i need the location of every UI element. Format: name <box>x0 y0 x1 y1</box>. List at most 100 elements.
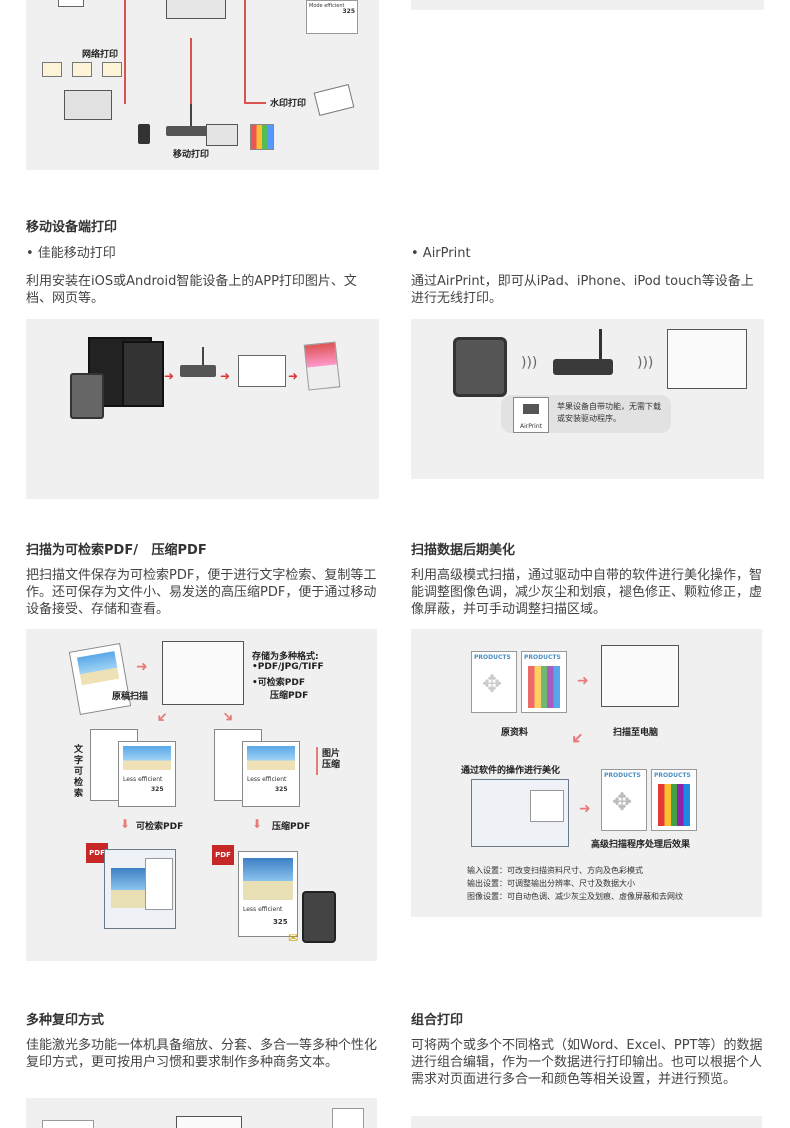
arrow-icon: ➜ <box>220 369 231 383</box>
arrow-icon: ➜ <box>218 707 238 727</box>
top-right-image <box>411 0 764 10</box>
image-document: Less efficient 325 <box>118 741 176 807</box>
color-bars <box>658 784 690 826</box>
photo-prints-icon <box>303 341 341 391</box>
section-title-mobile-print: 移动设备端打印 <box>26 220 118 235</box>
copy-desc: 佳能激光多功能一体机具备缩放、分套、多合一等多种个性化复印方式，更可按用户习惯和… <box>26 1038 378 1070</box>
pdf-viewer-window <box>104 849 176 929</box>
doc-title: Less efficient <box>247 776 287 783</box>
airprint-icon-label: AirPrint <box>519 423 543 430</box>
mfp-printer-illustration <box>64 90 112 120</box>
phone-screen <box>122 341 164 407</box>
context-menu <box>145 858 173 910</box>
doc-title: Less efficient <box>123 776 163 783</box>
beach-photo <box>247 746 295 770</box>
result-label: 高级扫描程序处理后效果 <box>591 840 691 850</box>
scan-software-window <box>471 779 569 847</box>
airprint-callout: AirPrint 苹果设备自带功能，无需下载或安装驱动程序。 <box>501 395 671 433</box>
color-pages-icon <box>250 124 274 150</box>
airprint-desc: 通过AirPrint，即可从iPad、iPhone、iPod touch等设备上… <box>411 274 754 306</box>
scan-beautify-desc: 利用高级模式扫描，通过驱动中自带的软件进行美化操作，智能调整图像色调，减少灰尘和… <box>411 568 763 617</box>
canon-mobile-print-image: ➜ ➜ ➜ <box>26 319 379 499</box>
copy-image <box>26 1098 377 1128</box>
sheet-title: Mode efficient <box>309 3 345 9</box>
printer-glyph <box>523 404 539 414</box>
connector-line <box>124 0 126 104</box>
screen-icon <box>102 62 122 77</box>
router-antenna <box>599 329 602 359</box>
watermark-sheet <box>313 84 355 116</box>
section-title-copy: 多种复印方式 <box>26 1013 105 1028</box>
connector-line <box>244 0 246 104</box>
beach-photo <box>243 858 293 900</box>
screen-icon <box>42 62 62 77</box>
mfp-printer-illustration <box>667 329 747 389</box>
mfp-printer-illustration <box>601 645 679 707</box>
wifi-signal-icon: ))) <box>637 355 654 371</box>
doc-number: 325 <box>151 786 164 793</box>
document-sheet <box>332 1108 364 1128</box>
router-icon <box>180 365 216 377</box>
printer-illustration <box>238 355 286 387</box>
combine-desc: 可将两个或多个不同格式（如Word、Excel、PPT等）的数据进行组合编辑，作… <box>411 1038 763 1087</box>
screen-icon <box>72 62 92 77</box>
watermark-print-label: 水印打印 <box>270 99 307 109</box>
smartphone-icon <box>138 124 150 144</box>
arrow-icon: ➜ <box>577 673 589 689</box>
airprint-callout-text: 苹果设备自带功能，无需下载或安装驱动程序。 <box>557 402 661 423</box>
output-setting-text: 输出设置：可调整输出分辨率、尺寸及数据大小 <box>467 879 635 888</box>
sheet-number: 325 <box>342 8 355 15</box>
router-icon <box>166 126 216 136</box>
products-sheet-gray: PRODUCTS ✥ <box>471 651 517 713</box>
arrow-icon: ➜ <box>164 369 175 383</box>
document-sheet: Mode efficient 325 <box>306 0 358 34</box>
arrow-icon: ➜ <box>136 659 148 675</box>
scan-beautify-image: PRODUCTS ✥ PRODUCTS 原资料 ➜ 扫描至电脑 ➜ 通过软件的操… <box>411 629 762 917</box>
input-setting-text: 输入设置：可改变扫描资料尺寸、方向及色彩模式 <box>467 866 643 875</box>
down-arrow-icon: ⬇ <box>252 817 263 831</box>
print-methods-diagram: Mode efficient 325 网络打印 移动打印 水印打印 <box>26 0 379 170</box>
compressed-pdf-label: 压缩PDF <box>272 822 311 832</box>
doc-number: 325 <box>275 786 288 793</box>
arrow-icon: ➜ <box>579 801 591 817</box>
doc-title: Less efficient <box>243 906 283 913</box>
router-antenna <box>190 104 192 126</box>
scan-pdf-desc: 把扫描文件保存为可检索PDF，便于进行文字检索、复制等工作。还可保存为文件小、易… <box>26 568 377 617</box>
network-print-label: 网络打印 <box>82 50 119 60</box>
bullet-airprint: • AirPrint <box>411 246 471 261</box>
arrow-icon: ➜ <box>152 707 172 727</box>
image-setting-text: 图像设置：可自动色调、减少灰尘及划痕、虚像屏蔽和去网纹 <box>467 892 683 901</box>
scan-to-pc-label: 扫描至电脑 <box>613 728 659 738</box>
airprint-icon: AirPrint <box>513 397 549 433</box>
router-icon <box>553 359 613 375</box>
tablet-icon <box>70 373 104 419</box>
products-sheet-chart: PRODUCTS <box>521 651 567 713</box>
section-title-combine: 组合打印 <box>411 1013 464 1028</box>
image-compress-label: 图片压缩 <box>322 749 341 770</box>
router-antenna <box>202 347 204 365</box>
compressed-document: Less efficient 325 <box>238 851 298 937</box>
bullet-canon-mobile-print: • 佳能移动打印 <box>26 246 116 261</box>
format-searchable-pdf: •可检索PDF <box>252 678 305 688</box>
wifi-signal-icon: ))) <box>521 355 538 371</box>
color-bars <box>528 666 560 708</box>
via-software-label: 通过软件的操作进行美化 <box>461 766 561 776</box>
scan-pdf-image: 原稿扫描 ➜ 存储为多种格式: •PDF/JPG/TIFF •可检索PDF 压缩… <box>26 629 377 961</box>
smartphone-icon <box>302 891 336 943</box>
ipad-icon <box>453 337 507 397</box>
section-title-scan-beautify: 扫描数据后期美化 <box>411 543 516 558</box>
products-label: PRODUCTS <box>654 772 691 779</box>
pdf-icon: PDF <box>212 845 234 865</box>
products-sheet-chart: PRODUCTS <box>651 769 697 831</box>
printer-illustration <box>206 124 238 146</box>
histogram <box>530 790 564 822</box>
mobile-print-label: 移动打印 <box>173 150 210 160</box>
original-scan-label: 原稿扫描 <box>112 692 149 702</box>
arrow-icon: ➜ <box>288 369 299 383</box>
searchable-pdf-label: 可检索PDF <box>136 822 184 832</box>
source-label: 原资料 <box>501 728 529 738</box>
down-arrow-icon <box>316 747 318 775</box>
products-label: PRODUCTS <box>474 654 511 661</box>
connector-line <box>244 102 266 104</box>
combine-image <box>411 1116 762 1128</box>
